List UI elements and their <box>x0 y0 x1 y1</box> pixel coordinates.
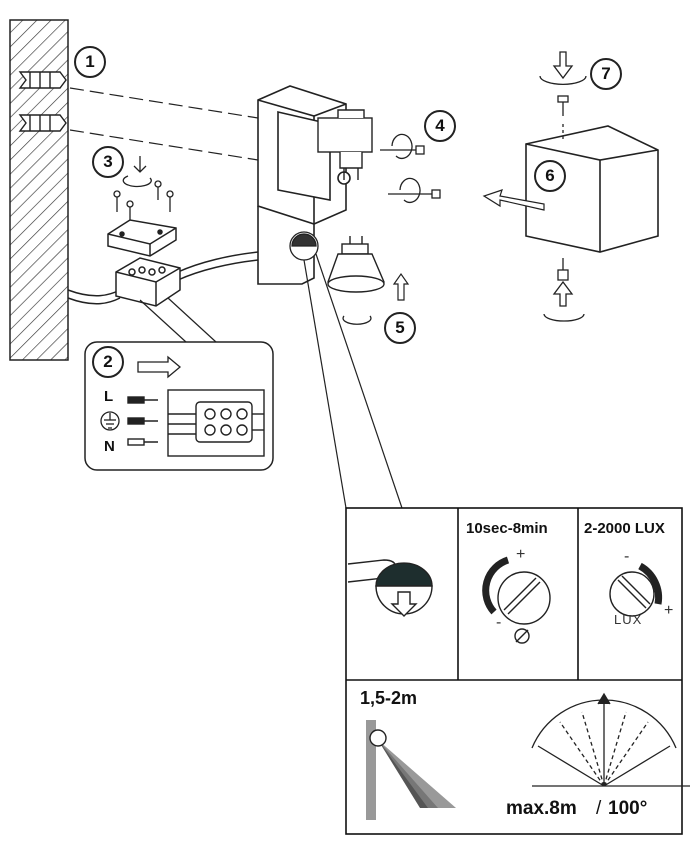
detection-fan <box>531 692 690 787</box>
lux-plus: + <box>664 602 674 619</box>
neutral-wire-label: N <box>104 438 115 455</box>
alignment-lines <box>69 87 259 161</box>
step-5-label: 5 <box>384 312 416 344</box>
screws-with-washers <box>380 133 441 204</box>
lux-minus: - <box>624 548 630 565</box>
rotate-arrow-icon <box>342 315 372 325</box>
step-4-label: 4 <box>424 110 456 142</box>
wall-plugs <box>18 71 67 132</box>
lux-unit: LUX <box>614 612 643 627</box>
mounting-height-label: 1,5-2m <box>360 688 418 708</box>
time-minus: - <box>496 614 502 631</box>
step-7-label: 7 <box>590 58 622 90</box>
detection-range-label: max.8m <box>506 798 577 819</box>
step-3-label: 3 <box>92 146 124 178</box>
mounting-height-figure <box>366 720 456 820</box>
top-screw <box>539 51 587 140</box>
cover-cube <box>525 125 659 253</box>
junction-box <box>115 257 181 307</box>
detection-separator: / <box>596 798 602 819</box>
cover-screws <box>113 180 174 220</box>
detection-angle-label: 100° <box>608 798 648 819</box>
direction-arrow-icon <box>137 355 182 379</box>
pir-sensor <box>289 231 319 261</box>
step-1-label: 1 <box>74 46 106 78</box>
step-6-label: 6 <box>534 160 566 192</box>
lux-setting-title: 2-2000 LUX <box>584 520 665 537</box>
time-plus: + <box>516 546 526 563</box>
terminal-block <box>167 389 265 457</box>
rotate-arrow-icon <box>122 156 152 188</box>
left-arrow-icon <box>482 189 545 211</box>
lamp-holder <box>317 109 373 180</box>
junction-cover <box>107 219 177 257</box>
wire-ends <box>127 396 158 446</box>
live-wire-label: L <box>104 388 114 405</box>
wall <box>9 19 69 361</box>
lux-knob <box>609 562 663 617</box>
time-knob <box>482 556 551 644</box>
bottom-screw <box>543 258 585 322</box>
time-setting-title: 10sec-8min <box>466 520 548 537</box>
up-arrow-icon <box>392 272 410 301</box>
step-2-label: 2 <box>92 346 124 378</box>
ground-symbol-icon <box>100 411 120 431</box>
finger-press-icon <box>347 559 433 617</box>
settings-panel <box>345 507 683 835</box>
gu10-bulb <box>327 236 385 293</box>
